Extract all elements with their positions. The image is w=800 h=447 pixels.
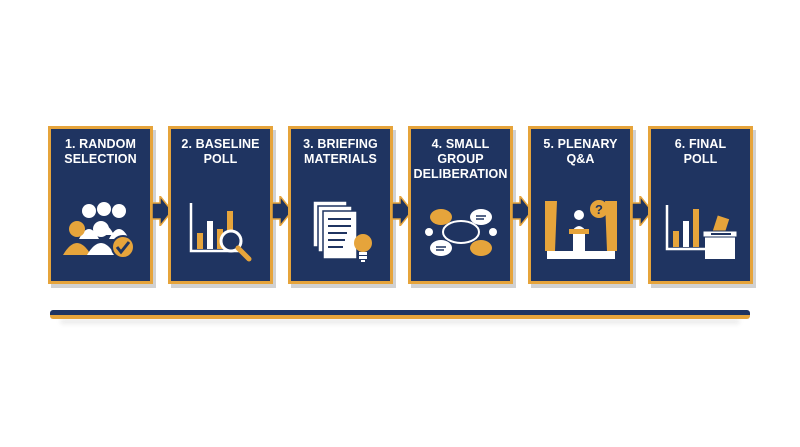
step-label: 6. FINAL POLL xyxy=(674,137,727,166)
step-label: 1. RANDOM SELECTION xyxy=(64,137,137,166)
step-small-group-deliberation: 4. SMALL GROUP DELIBERATION xyxy=(408,126,513,284)
arrow-right-icon xyxy=(272,196,292,226)
step-briefing-materials: 3. BRIEFING MATERIALS xyxy=(288,126,393,284)
step-label: 5. PLENARY Q&A xyxy=(543,137,618,166)
arrow-right-icon xyxy=(512,196,532,226)
step-label: 2. BASELINE POLL xyxy=(181,137,260,166)
timeline-baseline-bar xyxy=(50,310,750,319)
documents-lightbulb-icon xyxy=(312,200,372,262)
bar-chart-magnifier-icon xyxy=(189,203,252,262)
speech-bubbles-network-icon xyxy=(425,209,497,256)
step-plenary-qa: 5. PLENARY Q&A ? xyxy=(528,126,633,284)
group-people-check-icon xyxy=(63,202,135,259)
step-label: 4. SMALL GROUP DELIBERATION xyxy=(413,137,508,181)
bar-chart-ballot-box-icon xyxy=(665,205,738,259)
arrow-right-icon xyxy=(392,196,412,226)
baseline-shadow xyxy=(60,319,740,324)
step-label: 3. BRIEFING MATERIALS xyxy=(303,137,378,166)
step-random-selection: 1. RANDOM SELECTION xyxy=(48,126,153,284)
svg-text:?: ? xyxy=(595,202,603,217)
podium-speaker-question-icon: ? xyxy=(545,200,617,259)
arrow-right-icon xyxy=(632,196,652,226)
step-final-poll: 6. FINAL POLL xyxy=(648,126,753,284)
step-baseline-poll: 2. BASELINE POLL xyxy=(168,126,273,284)
arrow-right-icon xyxy=(152,196,172,226)
